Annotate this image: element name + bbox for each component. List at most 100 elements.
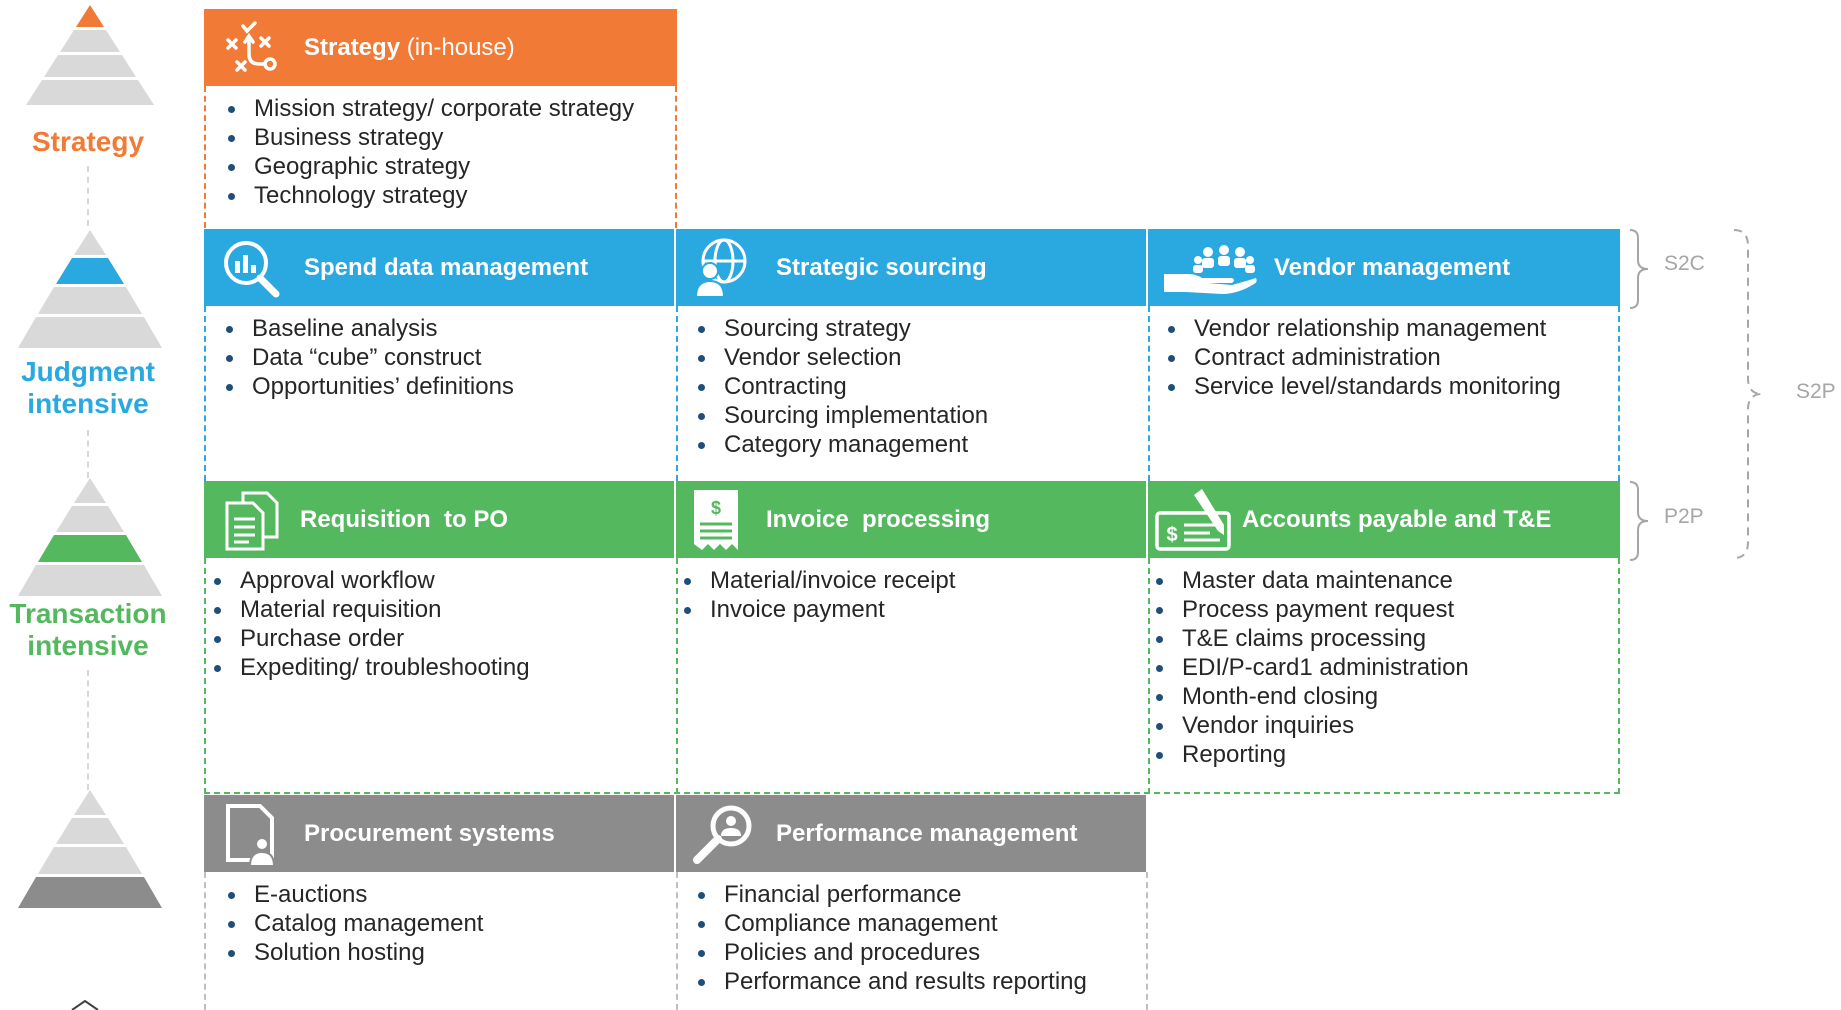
- level-connector: [87, 430, 89, 478]
- document-user-icon: [216, 803, 286, 866]
- list-item: Reporting: [1156, 740, 1469, 769]
- list-item: Financial performance: [698, 880, 1087, 909]
- card-header-ap-te: $ Accounts payable and T&E: [1148, 481, 1620, 558]
- global-person-icon: [688, 237, 758, 299]
- list-item: Technology strategy: [228, 181, 634, 210]
- card-title-strategic-sourcing: Strategic sourcing: [776, 253, 987, 281]
- list-item: T&E claims processing: [1156, 624, 1469, 653]
- card-header-vendor-mgmt: Vendor management: [1148, 229, 1620, 306]
- card-title-proc-systems: Procurement systems: [304, 819, 555, 847]
- card-title-ap-te: Accounts payable and T&E: [1242, 505, 1552, 533]
- list-item: Geographic strategy: [228, 152, 634, 181]
- list-item: Approval workflow: [214, 566, 530, 595]
- pyramid-transaction: [18, 478, 162, 596]
- list-item: Opportunities’ definitions: [226, 372, 514, 401]
- brace-label-s2p: S2P: [1796, 380, 1836, 403]
- list-item: Contract administration: [1168, 343, 1561, 372]
- card-title-vendor-mgmt: Vendor management: [1274, 253, 1511, 281]
- list-item: Policies and procedures: [698, 938, 1087, 967]
- brace-label-s2c: S2C: [1664, 252, 1705, 275]
- documents-icon: [216, 489, 286, 551]
- list-item: Vendor relationship management: [1168, 314, 1561, 343]
- list-item: Mission strategy/ corporate strategy: [228, 94, 634, 123]
- card-header-invoice: $ Invoice processing: [676, 481, 1146, 558]
- list-item: Baseline analysis: [226, 314, 514, 343]
- list-item: Expediting/ troubleshooting: [214, 653, 530, 682]
- card-header-perf-mgmt: Performance management: [676, 795, 1146, 872]
- brace-s2p: [1733, 229, 1763, 559]
- magnifier-person-icon: [688, 803, 758, 865]
- check-pen-icon: $: [1154, 488, 1234, 551]
- level-connector: [87, 670, 89, 790]
- list-item: Contracting: [698, 372, 988, 401]
- list-item: EDI/P-card1 administration: [1156, 653, 1469, 682]
- card-header-req-to-po: Requisition to PO: [204, 481, 674, 558]
- brace-label-p2p: P2P: [1664, 505, 1704, 528]
- judgment-row-body: [204, 306, 1620, 481]
- receipt-icon: $: [688, 489, 744, 551]
- list-item: Performance and results reporting: [698, 967, 1087, 996]
- level-label-strategy: Strategy: [31, 126, 145, 157]
- pyramid-strategy: [26, 5, 154, 105]
- card-title-perf-mgmt: Performance management: [776, 819, 1078, 847]
- card-title-req-to-po: Requisition to PO: [300, 505, 508, 533]
- level-connector: [87, 166, 89, 226]
- list-item: Category management: [698, 430, 988, 459]
- card-header-strategy: Strategy (in-house): [204, 9, 677, 86]
- list-item: E-auctions: [228, 880, 483, 909]
- svg-text:$: $: [711, 498, 721, 518]
- level-label-judgment: Judgment intensive: [21, 356, 155, 419]
- list-item: Purchase order: [214, 624, 530, 653]
- list-item: Solution hosting: [228, 938, 483, 967]
- transaction-row-body: [204, 558, 1620, 794]
- list-item: Service level/standards monitoring: [1168, 372, 1561, 401]
- list-item: Invoice payment: [684, 595, 955, 624]
- pyramid-enablers: [18, 790, 162, 908]
- list-item: Vendor selection: [698, 343, 988, 372]
- list-item: Business strategy: [228, 123, 634, 152]
- list-item: Material/invoice receipt: [684, 566, 955, 595]
- list-item: Material requisition: [214, 595, 530, 624]
- card-header-proc-systems: Procurement systems: [204, 795, 674, 872]
- strategy-plays-icon: [216, 17, 286, 79]
- list-item: Sourcing strategy: [698, 314, 988, 343]
- list-item: Master data maintenance: [1156, 566, 1469, 595]
- level-label-transaction: Transaction intensive: [9, 598, 167, 661]
- card-title-spend-data: Spend data management: [304, 253, 589, 281]
- pyramid-partial-top: [71, 1000, 99, 1010]
- analytics-magnifier-icon: [216, 237, 286, 299]
- brace-s2c: [1629, 229, 1649, 309]
- card-header-spend-data: Spend data management: [204, 229, 674, 306]
- card-title-invoice: Invoice processing: [766, 505, 991, 533]
- list-item: Vendor inquiries: [1156, 711, 1469, 740]
- pyramid-judgment: [18, 230, 162, 348]
- list-item: Data “cube” construct: [226, 343, 514, 372]
- list-item: Catalog management: [228, 909, 483, 938]
- svg-text:$: $: [1166, 524, 1177, 546]
- brace-p2p: [1629, 481, 1649, 561]
- hand-people-icon: [1160, 237, 1260, 299]
- card-header-strategic-sourcing: Strategic sourcing: [676, 229, 1146, 306]
- card-title-strategy: Strategy (in-house): [304, 33, 515, 61]
- list-item: Process payment request: [1156, 595, 1469, 624]
- list-item: Compliance management: [698, 909, 1087, 938]
- list-item: Sourcing implementation: [698, 401, 988, 430]
